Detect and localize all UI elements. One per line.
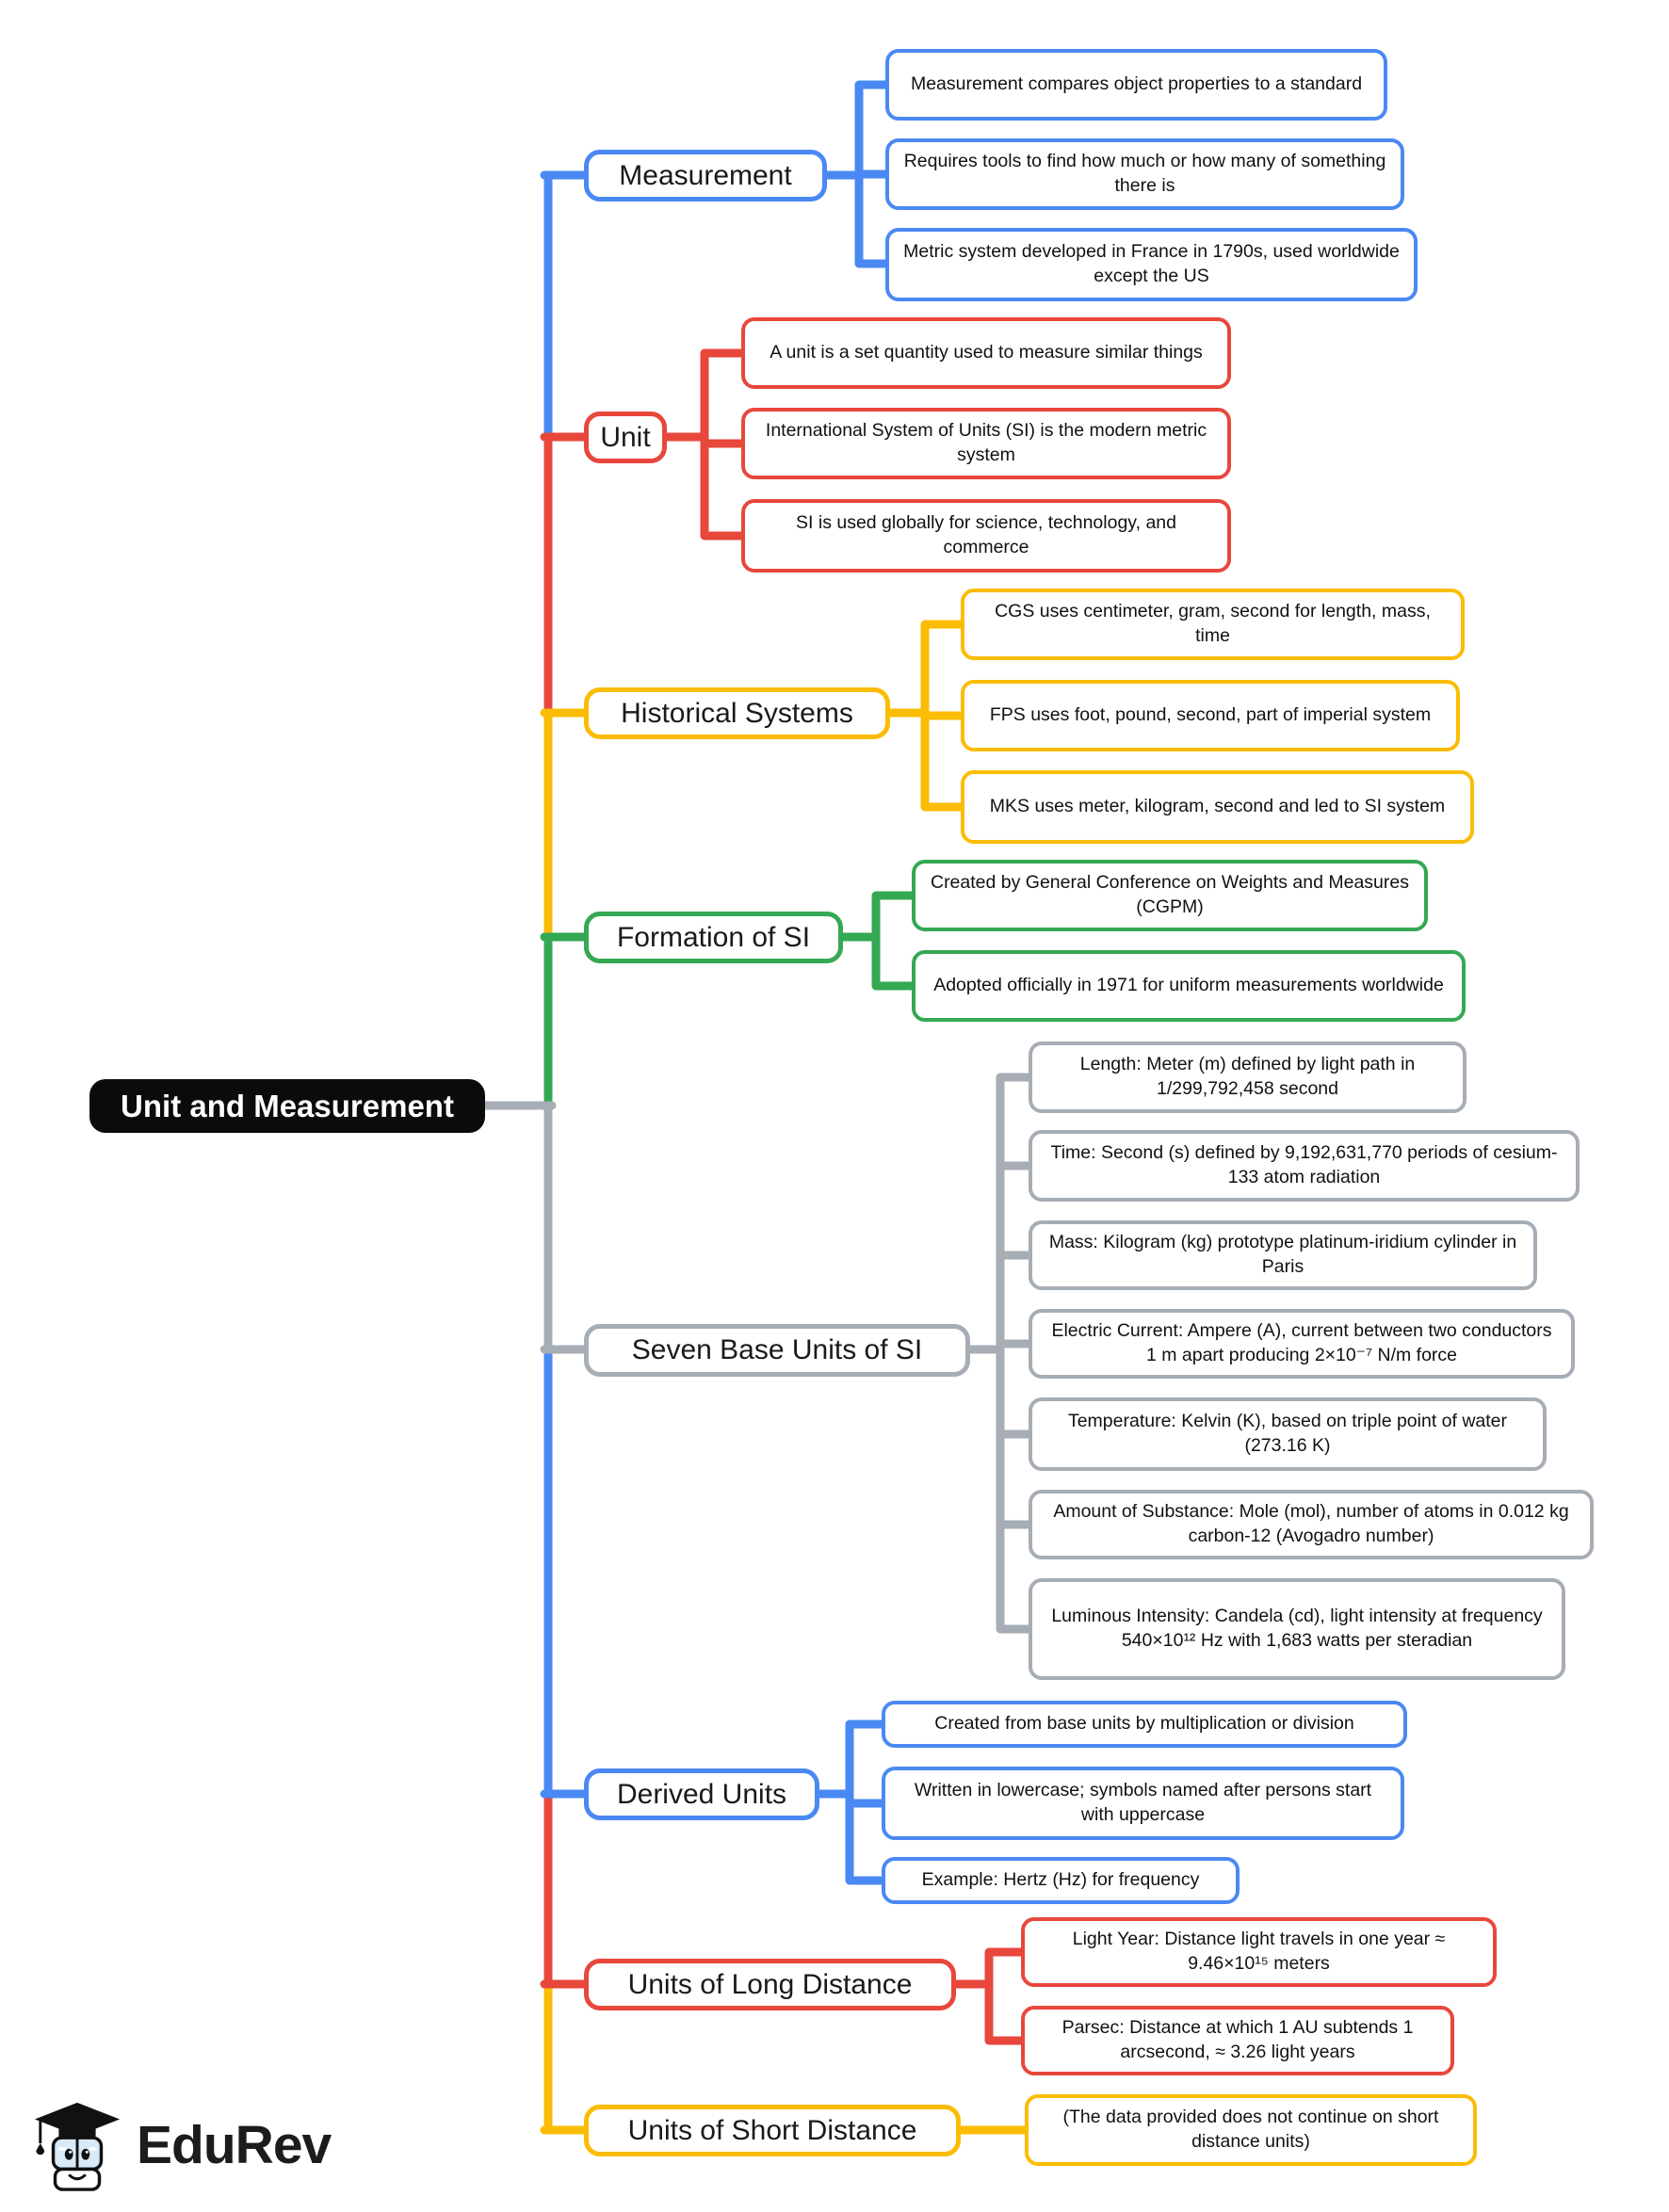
edurev-logo: EduRev (31, 2098, 332, 2192)
leaf-node: Requires tools to find how much or how m… (885, 138, 1404, 210)
branch-label-units-of-long-distance: Units of Long Distance (584, 1959, 956, 2010)
leaf-node: Measurement compares object properties t… (885, 49, 1387, 121)
leaf-node: Luminous Intensity: Candela (cd), light … (1029, 1578, 1565, 1680)
branch-label-units-of-short-distance: Units of Short Distance (584, 2105, 961, 2156)
leaf-node: Written in lowercase; symbols named afte… (882, 1767, 1404, 1840)
leaf-node: International System of Units (SI) is th… (741, 408, 1231, 479)
leaf-node: Light Year: Distance light travels in on… (1021, 1917, 1497, 1987)
branch-label-measurement: Measurement (584, 150, 827, 202)
leaf-node: Example: Hertz (Hz) for frequency (882, 1857, 1240, 1904)
connectors-measurement (540, 80, 892, 268)
leaf-node: SI is used globally for science, technol… (741, 499, 1231, 573)
leaf-node: Mass: Kilogram (kg) prototype platinum-i… (1029, 1220, 1537, 1290)
connectors-unit (540, 348, 748, 541)
connectors-formation (540, 891, 918, 991)
leaf-node: Parsec: Distance at which 1 AU subtends … (1021, 2006, 1454, 2075)
branch-label-unit: Unit (584, 412, 667, 463)
leaf-node: Amount of Substance: Mole (mol), number … (1029, 1490, 1594, 1559)
leaf-node: Metric system developed in France in 179… (885, 228, 1418, 301)
leaf-node: Time: Second (s) defined by 9,192,631,77… (1029, 1130, 1580, 1202)
connectors-seven-base (540, 1073, 1035, 1634)
leaf-node: A unit is a set quantity used to measure… (741, 317, 1231, 389)
leaf-node: CGS uses centimeter, gram, second for le… (961, 589, 1465, 660)
branch-label-formation-of-si: Formation of SI (584, 912, 843, 963)
leaf-node: Temperature: Kelvin (K), based on triple… (1029, 1397, 1547, 1471)
leaf-node: Created from base units by multiplicatio… (882, 1701, 1407, 1748)
leaf-node: (The data provided does not continue on … (1025, 2094, 1477, 2166)
leaf-node: Adopted officially in 1971 for uniform m… (912, 950, 1466, 1022)
connectors-long-distance (540, 1947, 1028, 2045)
edurev-logo-text: EduRev (137, 2115, 332, 2175)
branch-label-historical-systems: Historical Systems (584, 687, 890, 739)
leaf-node: Length: Meter (m) defined by light path … (1029, 1041, 1466, 1113)
edurev-mascot-icon (34, 2102, 121, 2191)
branch-label-derived-units: Derived Units (584, 1768, 819, 1820)
leaf-node: Created by General Conference on Weights… (912, 860, 1428, 931)
connectors-derived (540, 1720, 888, 1885)
root-node: Unit and Measurement (89, 1079, 485, 1133)
leaf-node: FPS uses foot, pound, second, part of im… (961, 680, 1460, 751)
branch-label-seven-base-units: Seven Base Units of SI (584, 1324, 970, 1377)
connectors-historical (540, 620, 967, 812)
leaf-node: MKS uses meter, kilogram, second and led… (961, 770, 1474, 844)
leaf-node: Electric Current: Ampere (A), current be… (1029, 1309, 1575, 1379)
